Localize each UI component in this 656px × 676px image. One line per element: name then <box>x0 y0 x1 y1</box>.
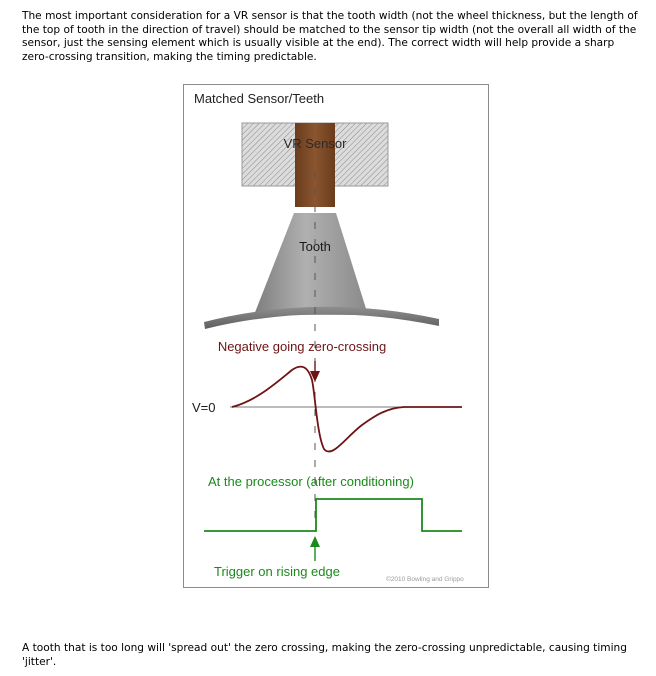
figure-title: Matched Sensor/Teeth <box>194 91 324 106</box>
zero-crossing-arrow-head <box>310 371 320 382</box>
voltage-label: V=0 <box>192 400 216 415</box>
outro-paragraph: A tooth that is too long will 'spread ou… <box>22 642 627 668</box>
trigger-arrow-head <box>310 536 320 547</box>
tooth-label: Tooth <box>299 239 331 254</box>
tooth-shape <box>254 213 368 315</box>
conditioned-pulse <box>204 498 462 532</box>
copyright-credit: ©2010 Bowling and Grippo <box>386 575 464 583</box>
diagram-canvas: Matched Sensor/Teeth VR Sensor Tooth Neg… <box>192 91 464 583</box>
zero-crossing-label: Negative going zero-crossing <box>218 339 386 354</box>
processor-label: At the processor (after conditioning) <box>208 474 414 489</box>
vr-sensor-diagram: Matched Sensor/Teeth VR Sensor Tooth Neg… <box>183 84 489 588</box>
sensor-label: VR Sensor <box>284 136 348 151</box>
trigger-label: Trigger on rising edge <box>214 564 340 579</box>
intro-paragraph: The most important consideration for a V… <box>22 10 638 63</box>
sensor-waveform <box>231 365 462 453</box>
wheel-rim <box>204 306 439 329</box>
